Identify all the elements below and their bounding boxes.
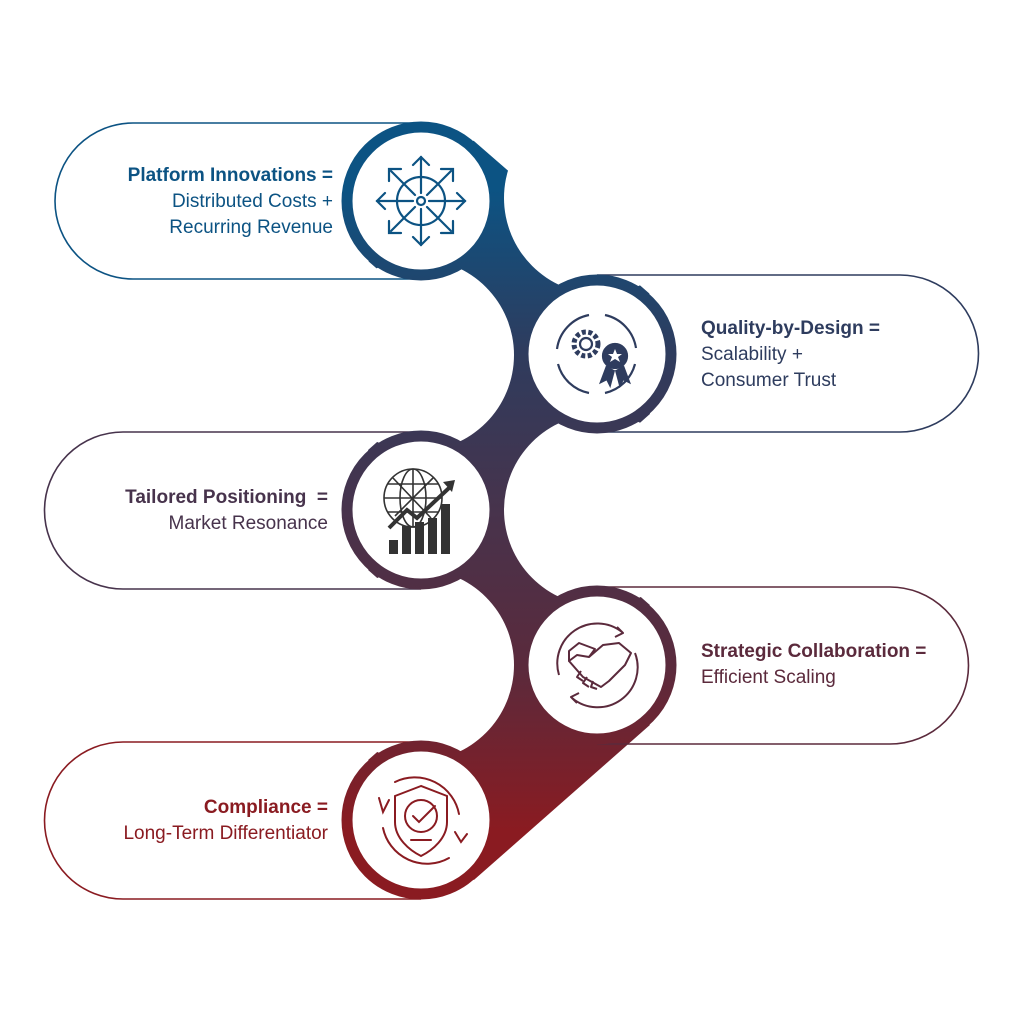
step-5-text: Compliance = Long-Term Differentiator bbox=[123, 795, 328, 847]
gears-award-cycle-icon bbox=[555, 313, 638, 395]
pill-2 bbox=[597, 274, 980, 433]
pill-1 bbox=[54, 122, 421, 280]
step-3-text: Tailored Positioning = Market Resonance bbox=[125, 485, 328, 537]
step-1-line-2: Recurring Revenue bbox=[169, 217, 333, 238]
step-2-line-2: Consumer Trust bbox=[701, 370, 837, 391]
step-5-title: Compliance = bbox=[203, 797, 328, 818]
step-3-line-1: Market Resonance bbox=[168, 513, 328, 534]
step-3-title: Tailored Positioning = bbox=[125, 487, 328, 508]
ring-1 bbox=[341, 121, 501, 281]
ring-3 bbox=[341, 430, 501, 590]
step-1-line-1: Distributed Costs + bbox=[171, 191, 333, 212]
step-5-line-1: Long-Term Differentiator bbox=[123, 823, 328, 844]
pill-5 bbox=[43, 741, 421, 900]
step-4-title: Strategic Collaboration = bbox=[701, 641, 927, 662]
shield-check-cycle-icon bbox=[378, 776, 468, 865]
step-2-line-1: Scalability + bbox=[701, 344, 803, 365]
step-4-line-1: Efficient Scaling bbox=[701, 667, 836, 688]
step-1-title: Platform Innovations = bbox=[127, 165, 333, 186]
step-2-title: Quality-by-Design = bbox=[701, 318, 880, 339]
ring-4 bbox=[517, 585, 677, 745]
step-4-text: Strategic Collaboration = Efficient Scal… bbox=[701, 639, 926, 691]
ring-2 bbox=[517, 274, 677, 434]
pill-3 bbox=[43, 431, 421, 590]
pill-4 bbox=[597, 586, 970, 745]
globe-growth-chart-icon bbox=[383, 468, 455, 554]
step-1-text: Platform Innovations = Distributed Costs… bbox=[128, 163, 333, 241]
connector-cutouts bbox=[322, 102, 696, 761]
handshake-cycle-icon bbox=[556, 622, 639, 709]
arrows-outward-target-icon bbox=[375, 155, 467, 247]
step-2-text: Quality-by-Design = Scalability + Consum… bbox=[701, 316, 880, 394]
